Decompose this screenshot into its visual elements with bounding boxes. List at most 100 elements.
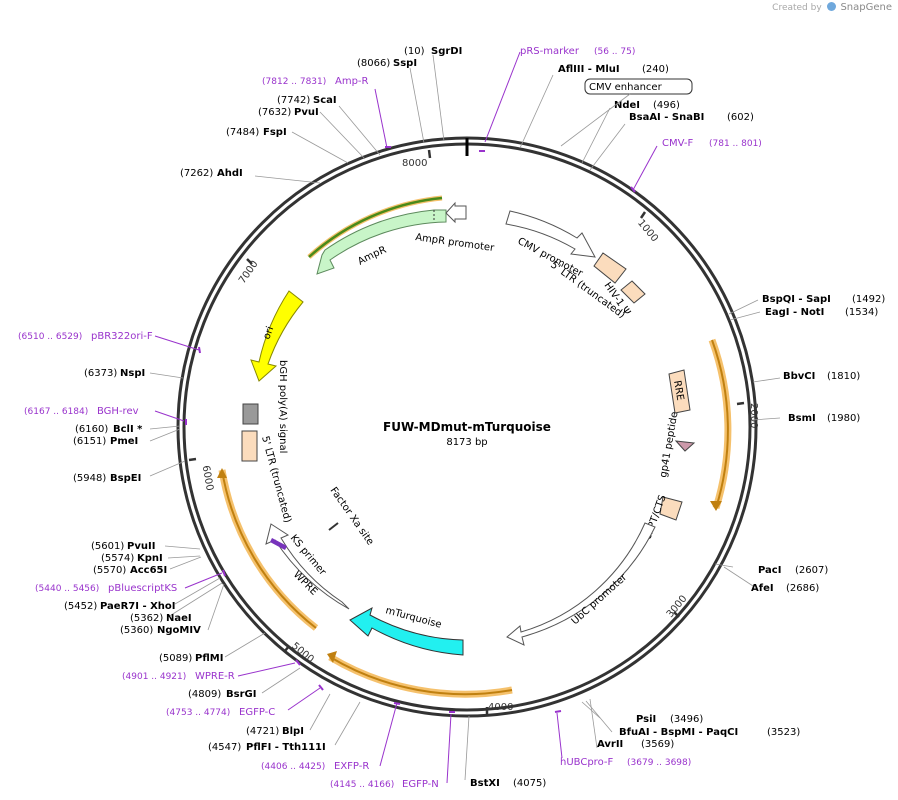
bgh-box <box>242 403 259 425</box>
primer-range-pbr322ori: (6510 .. 6529) <box>18 332 82 342</box>
enzyme-scai: ScaI <box>313 95 337 106</box>
tick-3000 <box>673 611 680 618</box>
cmv-enhancer-leader <box>560 93 631 147</box>
ampr-promoter-arrow <box>445 201 467 224</box>
enzyme-leaders <box>149 54 781 781</box>
right-orange-head <box>710 501 722 511</box>
primer-range-cmv-f: (781 .. 801) <box>709 139 762 149</box>
rre-label: RRE <box>671 380 685 402</box>
enzyme-pvuii: PvuII <box>127 541 155 552</box>
tick-label-7000: 7000 <box>237 259 261 286</box>
enzyme-pos-bspei: (5948) <box>73 473 106 484</box>
enzyme-bstxi: BstXI <box>470 778 500 789</box>
left-orange-line <box>221 469 317 629</box>
enzyme-pos-ahdi: (7262) <box>180 168 213 179</box>
enzyme-pos-naei: (5362) <box>130 613 163 624</box>
primer-bgh-rev: BGH-rev <box>97 406 139 417</box>
primer-ampr: Amp-R <box>335 76 369 87</box>
enzyme-pmei: PmeI <box>110 436 138 447</box>
credit-prefix: Created by <box>772 3 822 13</box>
tick-label-4000: 4000 <box>488 702 513 713</box>
tick-label-2000: 2000 <box>748 403 759 428</box>
enzyme-pos-pflmi: (5089) <box>159 653 192 664</box>
primer-egfp-c: EGFP-C <box>239 707 275 718</box>
plasmid-length: 8173 bp <box>446 437 487 448</box>
snapgene-credit: Created by SnapGene <box>772 2 892 13</box>
primer-range-egfp-n: (4145 .. 4166) <box>330 780 394 790</box>
primer-range-pbluescriptks: (5440 .. 5456) <box>35 584 99 594</box>
enzyme-pflmi: PflMI <box>195 653 223 664</box>
enzyme-noti: EagI - NotI <box>765 307 824 318</box>
hiv-psi-box <box>620 280 646 304</box>
primer-range-ampr: (7812 .. 7831) <box>262 77 326 87</box>
primer-marks <box>185 146 636 713</box>
enzyme-pos-blpi: (4721) <box>246 726 279 737</box>
primer-labels: pRS-marker (56 .. 75) (7812 .. 7831) Amp… <box>18 46 762 790</box>
enzyme-bsrgi: BsrGI <box>226 689 256 700</box>
enzyme-pos-tth111i: (4547) <box>208 742 241 753</box>
ampr-top-line <box>308 196 443 258</box>
enzyme-pos-nspi: (6373) <box>84 368 117 379</box>
enzyme-pos-mlui: (240) <box>642 64 669 75</box>
ampr-label: AmpR <box>356 245 388 268</box>
primer-range-egfp-c: (4753 .. 4774) <box>166 708 230 718</box>
enzyme-labels: (10) SgrDI (8066) SspI (7742) ScaI (7632… <box>64 46 885 789</box>
gp41-label: gp41 peptide <box>658 411 680 479</box>
ltr5-bottom-box <box>241 430 258 462</box>
enzyme-pos-paqci: (3523) <box>767 727 800 738</box>
primer-pbluescriptks: pBluescriptKS <box>108 583 177 594</box>
enzyme-pos-avrii: (3569) <box>641 739 674 750</box>
primer-hubcpro-f: hUBCpro-F <box>560 757 613 768</box>
enzyme-avrii: AvrII <box>597 739 623 750</box>
enzyme-sgrdi: SgrDI <box>431 46 462 57</box>
enzyme-pos-bbvci: (1810) <box>827 371 860 382</box>
enzyme-pos-paci: (2607) <box>795 565 828 576</box>
bgh-label: bGH poly(A) signal <box>277 360 288 453</box>
enzyme-pvui: PvuI <box>294 107 319 118</box>
enzyme-bspei: BspEI <box>110 473 141 484</box>
rre-box <box>668 369 691 414</box>
enzyme-tth111i: PflFI - Tth111I <box>246 742 326 753</box>
enzyme-pos-sspi: (8066) <box>357 58 390 69</box>
enzyme-acc65i: Acc65I <box>130 565 167 576</box>
enzyme-naei: NaeI <box>166 613 192 624</box>
ubc-promoter-arrow <box>506 522 656 646</box>
enzyme-bcli: BclI * <box>113 424 143 435</box>
enzyme-pos-acc65i: (5570) <box>93 565 126 576</box>
right-orange-line <box>711 339 729 509</box>
factor-xa-mark <box>328 522 339 531</box>
enzyme-pos-ngomiv: (5360) <box>120 625 153 636</box>
primer-range-prs-marker: (56 .. 75) <box>594 47 635 57</box>
tick-label-8000: 8000 <box>402 158 427 169</box>
enzyme-paci: PacI <box>758 565 781 576</box>
primer-range-exfp-r: (4406 .. 4425) <box>261 762 325 772</box>
enzyme-pos-bsrgi: (4809) <box>188 689 221 700</box>
enzyme-blpi: BlpI <box>282 726 304 737</box>
cmv-enhancer-box <box>584 78 693 95</box>
enzyme-pos-sgrdi: (10) <box>404 46 425 57</box>
tick-5000 <box>284 645 290 652</box>
enzyme-afei: AfeI <box>751 583 774 594</box>
enzyme-paqci: BfuAI - BspMI - PaqCI <box>619 727 738 738</box>
enzyme-pos-psii: (3496) <box>670 714 703 725</box>
enzyme-ngomiv: NgoMIV <box>157 625 201 636</box>
enzyme-pos-sapi: (1492) <box>852 294 885 305</box>
enzyme-ndei: NdeI <box>614 100 640 111</box>
enzyme-pos-xhoi: (5452) <box>64 601 97 612</box>
cmv-promoter-arrow <box>505 210 596 258</box>
wpre-arrow <box>265 523 350 610</box>
primer-leaders <box>154 51 658 784</box>
ks-primer-mark <box>270 538 287 550</box>
enzyme-pos-pmei: (6151) <box>73 436 106 447</box>
enzyme-xhoi: PaeR7I - XhoI <box>100 601 176 612</box>
enzyme-pos-bsmi: (1980) <box>827 413 860 424</box>
cmv-enhancer-label: CMV enhancer <box>589 82 663 93</box>
primer-exfp-r: EXFP-R <box>334 761 369 772</box>
bottom-orange-line <box>329 656 513 696</box>
snapgene-logo-icon <box>826 2 836 11</box>
tick-2000 <box>736 401 745 406</box>
enzyme-psii: PsiI <box>636 714 656 725</box>
ubc-label: UbC promoter <box>570 571 630 627</box>
enzyme-bbvci: BbvCI <box>783 371 815 382</box>
